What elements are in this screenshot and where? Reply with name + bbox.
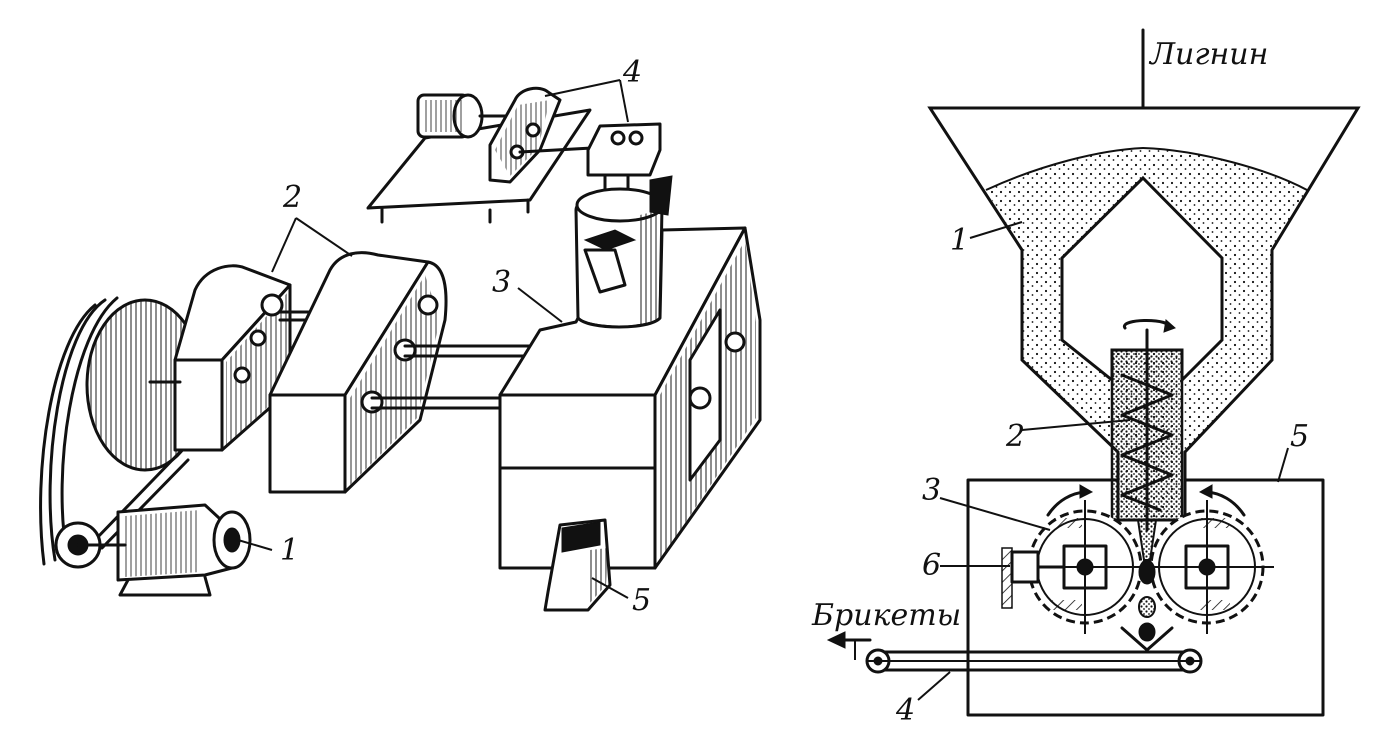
label-top-unit-4: 4: [622, 55, 642, 90]
label-adjuster-6: 6: [922, 548, 941, 583]
top-unit-4: [366, 86, 662, 224]
housing-2b: [268, 251, 448, 494]
label-hopper-1: 1: [950, 223, 969, 258]
motor-1: [76, 503, 252, 597]
label-input-lignin: Лигнин: [1148, 37, 1268, 72]
briquettes: [1120, 559, 1174, 652]
label-motor-1: 1: [280, 533, 299, 568]
housing-2a: [148, 264, 292, 452]
label-conveyor-4: 4: [895, 693, 915, 728]
label-outlet-5: 5: [632, 583, 651, 618]
feeder-cylinder: [574, 175, 673, 329]
conveyor-4: [865, 648, 1203, 674]
adjuster-6: [1001, 547, 1066, 609]
label-roll-3: 3: [922, 473, 941, 508]
label-housings-2: 2: [282, 180, 302, 215]
label-screw-2: 2: [1005, 419, 1025, 454]
screw-2: [1110, 319, 1184, 561]
label-press-body-3: 3: [492, 265, 511, 300]
label-frame-5: 5: [1290, 419, 1309, 454]
left-press-drawing: 1 2 4 3 5: [39, 55, 762, 618]
right-briquetting-scheme: Лигнин Брикеты 1 2 5 3 6 4: [811, 28, 1361, 728]
label-output-briquettes: Брикеты: [811, 598, 961, 633]
press-body-3: [498, 226, 762, 570]
outlet-chute-5: [543, 518, 612, 612]
